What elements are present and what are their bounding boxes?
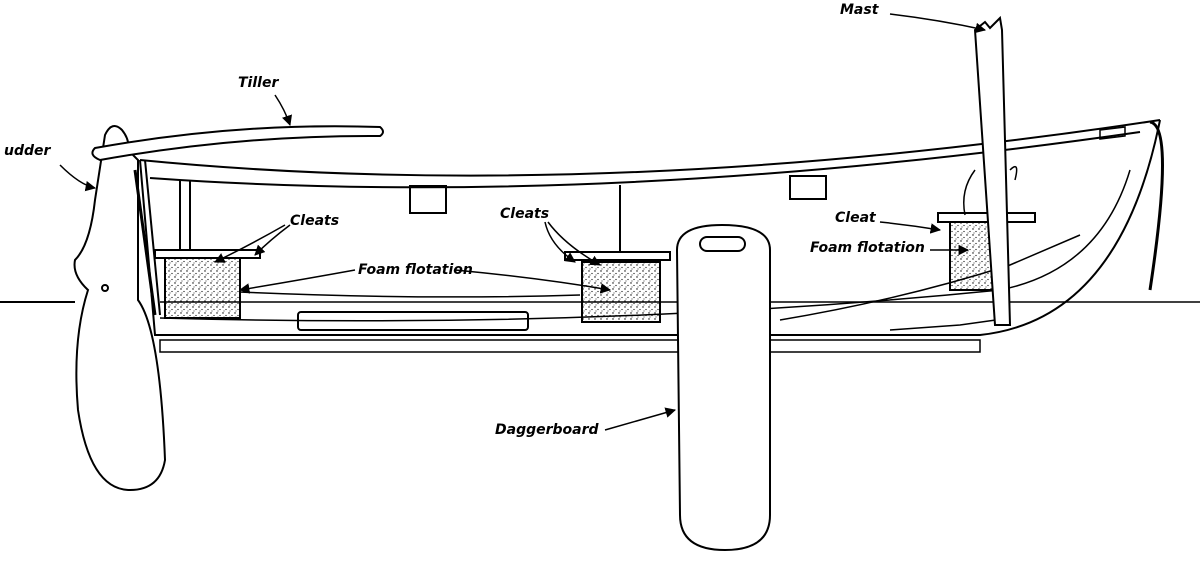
label-cleat-fwd: Cleat bbox=[835, 210, 876, 226]
daggerboard bbox=[675, 223, 771, 552]
label-tiller: Tiller bbox=[238, 75, 279, 91]
thwart-aft bbox=[154, 249, 261, 259]
label-mast: Mast bbox=[840, 2, 879, 18]
foam-block-fwd bbox=[949, 221, 996, 291]
label-cleats-mid: Cleats bbox=[500, 206, 550, 222]
label-daggerboard: Daggerboard bbox=[495, 422, 599, 438]
rudder bbox=[73, 125, 167, 492]
label-rudder: udder bbox=[4, 143, 51, 159]
label-cleats-aft: Cleats bbox=[290, 213, 340, 229]
label-foam-fwd: Foam flotation bbox=[810, 240, 925, 256]
foam-block-aft bbox=[164, 257, 241, 319]
leader-lines bbox=[59, 13, 987, 431]
tiller bbox=[91, 125, 384, 162]
hull bbox=[139, 119, 1164, 353]
foam-block-mid bbox=[581, 261, 661, 323]
label-foam-mid: Foam flotation bbox=[358, 262, 473, 278]
